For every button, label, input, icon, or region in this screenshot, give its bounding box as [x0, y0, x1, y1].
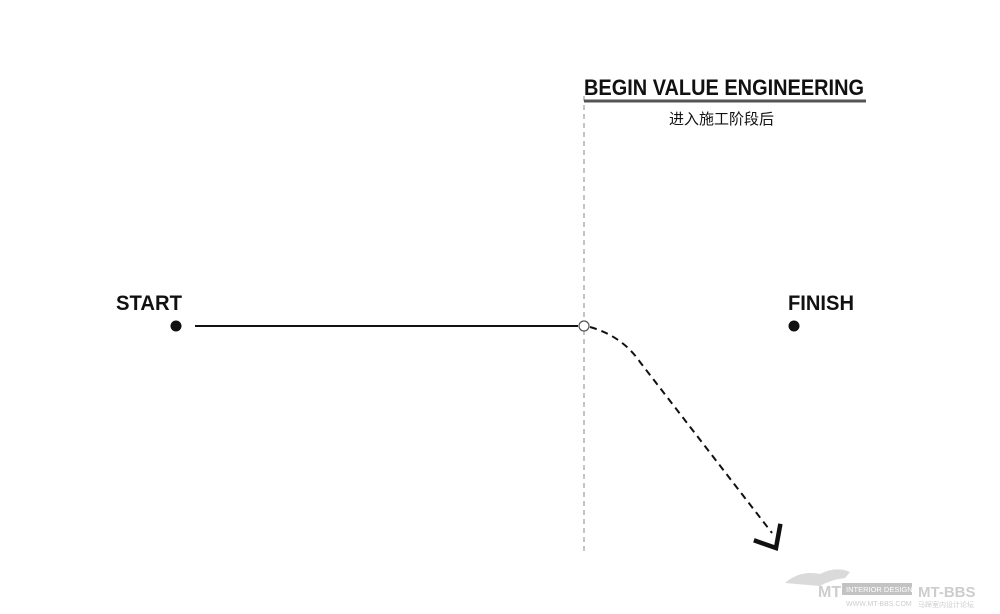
- watermark-badge-text: INTERIOR DESIGN: [846, 585, 913, 594]
- watermark-url: WWW.MT-BBS.COM: [846, 601, 912, 608]
- milestone-title: BEGIN VALUE ENGINEERING: [584, 75, 864, 100]
- milestone-subtitle: 进入施工阶段后: [669, 110, 774, 128]
- finish-label: FINISH: [788, 292, 854, 315]
- start-point: [170, 320, 182, 332]
- milestone-point: [578, 320, 590, 332]
- start-label: START: [116, 292, 182, 315]
- finish-point: [788, 320, 800, 332]
- deviation-arrowhead: [753, 523, 783, 551]
- watermark: MT INTERIOR DESIGN WWW.MT-BBS.COM MT-BBS…: [785, 569, 976, 609]
- horse-logo-icon: [785, 569, 850, 586]
- watermark-badge: [842, 583, 912, 595]
- watermark-brand-right-sub: 马蹄室内设计论坛: [918, 600, 974, 609]
- watermark-brand-right: MT-BBS: [918, 584, 976, 601]
- deviation-path-dashed: [589, 326, 773, 534]
- watermark-brand-left: MT: [818, 584, 841, 601]
